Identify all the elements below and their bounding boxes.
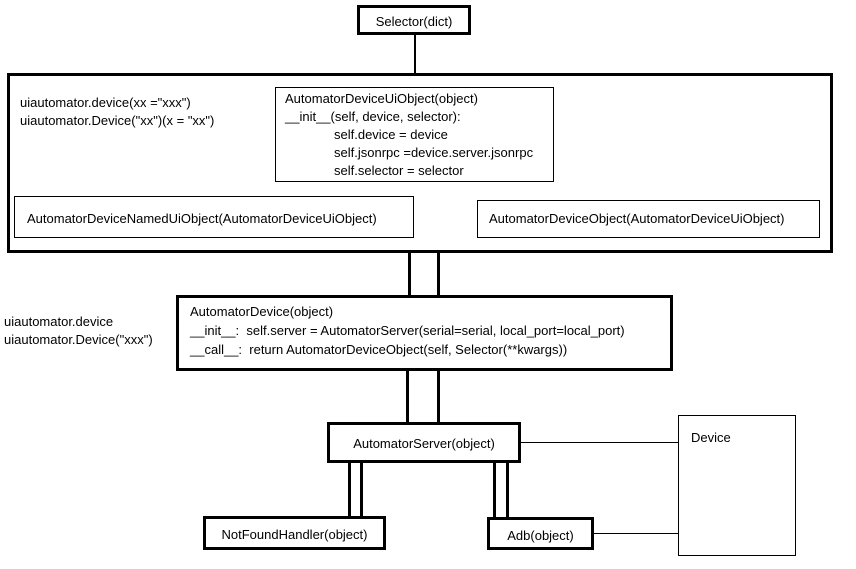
connector-server-to-adb-right: [506, 462, 509, 518]
not-found-handler-box: NotFoundHandler(object): [203, 516, 386, 550]
selector-label: Selector(dict): [375, 14, 453, 29]
ui-object-init-signature: __init__(self, device, selector):: [285, 109, 461, 124]
automator-device-box: AutomatorDevice(object) __init__: self.s…: [176, 295, 673, 371]
automator-server-box: AutomatorServer(object): [327, 422, 521, 463]
device-box: Device: [678, 415, 796, 556]
selector-box: Selector(dict): [357, 5, 471, 35]
ui-object-init-jsonrpc: self.jsonrpc =device.server.jsonrpc: [334, 145, 534, 160]
ui-object-note-2: uiautomator.Device("xx")(x = "xx"): [20, 113, 215, 128]
connector-group-to-device-left: [408, 253, 411, 296]
device-note-1: uiautomator.device: [4, 314, 114, 329]
automator-device-call: __call__: return AutomatorDeviceObject(s…: [190, 342, 568, 357]
connector-server-to-adb-left: [493, 462, 496, 518]
ui-object-note-1: uiautomator.device(xx ="xxx"): [20, 95, 191, 110]
adb-box: Adb(object): [487, 517, 594, 550]
automator-server-label: AutomatorServer(object): [353, 436, 495, 451]
automator-device-named-ui-object-box: AutomatorDeviceNamedUiObject(AutomatorDe…: [14, 196, 414, 238]
connector-device-to-server-right: [437, 370, 440, 423]
automator-device-ui-object-box: AutomatorDeviceUiObject(object) __init__…: [275, 87, 554, 182]
device-label: Device: [691, 430, 731, 445]
connector-group-to-device-right: [437, 253, 440, 296]
automator-device-class-name: AutomatorDevice(object): [190, 304, 334, 319]
connector-selector-to-group: [414, 34, 416, 74]
connector-device-to-server-left: [406, 370, 409, 423]
automator-device-init: __init__: self.server = AutomatorServer(…: [190, 323, 625, 338]
device-object-label: AutomatorDeviceObject(AutomatorDeviceUiO…: [489, 211, 785, 226]
ui-object-init-selector: self.selector = selector: [334, 163, 464, 178]
ui-object-class-name: AutomatorDeviceUiObject(object): [285, 91, 478, 106]
connector-server-to-handler-right: [360, 462, 363, 517]
connector-server-to-handler-left: [348, 462, 351, 517]
automator-device-object-box: AutomatorDeviceObject(AutomatorDeviceUiO…: [477, 200, 820, 238]
connector-adb-to-device: [593, 533, 678, 534]
not-found-handler-label: NotFoundHandler(object): [221, 527, 368, 542]
ui-object-init-device: self.device = device: [334, 127, 448, 142]
named-ui-object-label: AutomatorDeviceNamedUiObject(AutomatorDe…: [27, 211, 377, 226]
connector-server-to-device: [520, 442, 678, 443]
device-note-2: uiautomator.Device("xxx"): [4, 332, 153, 347]
adb-label: Adb(object): [507, 528, 574, 543]
